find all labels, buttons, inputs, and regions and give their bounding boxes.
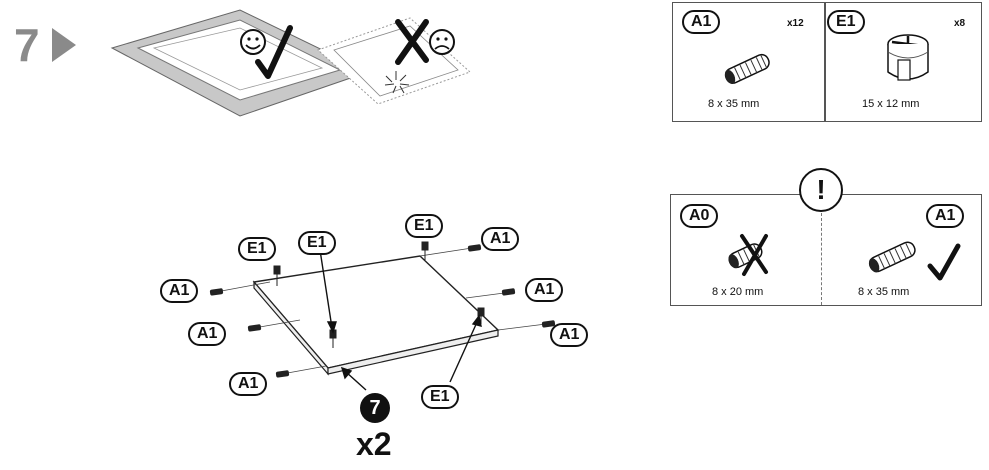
right-part-size: 8 x 35 mm — [858, 286, 910, 298]
wrong-part-size: 8 x 20 mm — [712, 286, 764, 298]
cross-icon — [395, 19, 429, 65]
part-a1-quantity: x12 — [787, 18, 804, 29]
long-dowel-icon — [868, 241, 916, 273]
part-e1-label: E1 — [827, 10, 865, 34]
part-a1-label: A1 — [682, 10, 721, 34]
sad-face-icon — [429, 29, 455, 55]
warning-box-divider — [821, 213, 822, 305]
part-e1-size: 15 x 12 mm — [862, 98, 920, 110]
bad-surface-illustration — [317, 17, 471, 105]
cam-lock-label-top: E1 — [405, 214, 443, 238]
dowel-label-left-top: A1 — [160, 279, 199, 303]
debris-icon — [384, 71, 410, 94]
dowel-label-left-middle: A1 — [188, 322, 227, 346]
good-surface-illustration — [110, 9, 370, 117]
checkmark-icon — [255, 25, 293, 79]
smiley-face-icon — [240, 29, 266, 55]
panel-quantity: x2 — [356, 426, 392, 462]
checkmark-icon — [927, 243, 961, 281]
surface-illustrations — [110, 9, 471, 117]
dowel-parts — [209, 244, 556, 378]
dowel-label-right-bottom: A1 — [550, 323, 589, 347]
cam-lock-label-bottom: E1 — [421, 385, 459, 409]
wrong-part-label: A0 — [680, 204, 719, 228]
cam-lock-label-middle: E1 — [298, 231, 336, 255]
pointer-arrows — [319, 249, 482, 391]
dowel-label-left-bottom: A1 — [229, 372, 268, 396]
panel-illustration — [252, 255, 500, 376]
part-e1-quantity: x8 — [954, 18, 966, 29]
dowel-icon — [724, 53, 770, 84]
panel-number-marker: 7 — [360, 393, 390, 423]
step-arrow-icon — [52, 28, 76, 62]
cam-lock-parts — [273, 241, 485, 348]
parts-box-divider — [824, 3, 826, 121]
panel-assembly-illustration — [209, 241, 556, 391]
part-a1-size: 8 x 35 mm — [708, 98, 760, 110]
cam-lock-icon — [887, 34, 929, 81]
right-part-label: A1 — [926, 204, 965, 228]
dowel-label-right-middle: A1 — [525, 278, 564, 302]
dowel-label-top-right: A1 — [481, 227, 520, 251]
step-number: 7 — [14, 19, 40, 71]
short-dowel-crossed-icon — [728, 234, 768, 276]
cam-lock-label-left: E1 — [238, 237, 276, 261]
warning-mark: ! — [799, 168, 843, 212]
